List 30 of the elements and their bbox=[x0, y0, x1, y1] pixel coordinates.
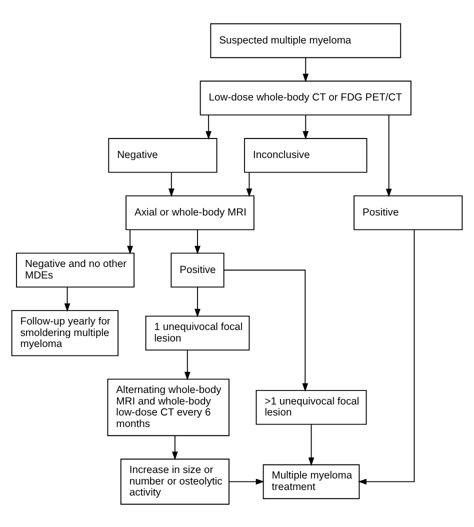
arrow bbox=[308, 424, 314, 466]
arrow bbox=[228, 478, 264, 484]
arrow bbox=[184, 349, 190, 380]
arrow bbox=[172, 434, 178, 460]
node-box: Multiple myeloma treatment bbox=[262, 464, 360, 499]
arrow bbox=[127, 229, 134, 254]
node-box: Low-dose whole-body CT or FDG PET/CT bbox=[200, 80, 412, 115]
node-box: Positive bbox=[170, 252, 224, 287]
arrow bbox=[206, 114, 212, 140]
node-box: 1 unequivocal focal lesion bbox=[145, 315, 250, 350]
node-box: Positive bbox=[354, 194, 463, 230]
arrow bbox=[246, 172, 252, 196]
arrow bbox=[168, 172, 174, 196]
arrow bbox=[302, 56, 309, 82]
arrow bbox=[64, 286, 70, 312]
arrow bbox=[223, 269, 308, 392]
arrow bbox=[302, 114, 309, 140]
arrow bbox=[194, 229, 200, 254]
arrow bbox=[386, 114, 392, 197]
arrow bbox=[194, 286, 200, 317]
node-box: Inconclusive bbox=[244, 138, 368, 172]
node-box: >1 unequivocal focal lesion bbox=[256, 390, 367, 424]
node-box: Alternating whole-body MRI and whole-body low-dose CT every 6 months bbox=[107, 378, 230, 436]
node-box: Increase in size or number or osteolytic activity bbox=[120, 458, 230, 504]
node-box: Negative bbox=[108, 138, 218, 172]
arrow bbox=[358, 229, 415, 484]
node-box: Follow-up yearly for smoldering multiple myeloma bbox=[11, 310, 119, 356]
node-box: Suspected multiple myeloma bbox=[210, 22, 402, 58]
node-box: Axial or whole-body MRI bbox=[126, 194, 254, 230]
node-box: Negative and no other MDEs bbox=[16, 252, 134, 287]
